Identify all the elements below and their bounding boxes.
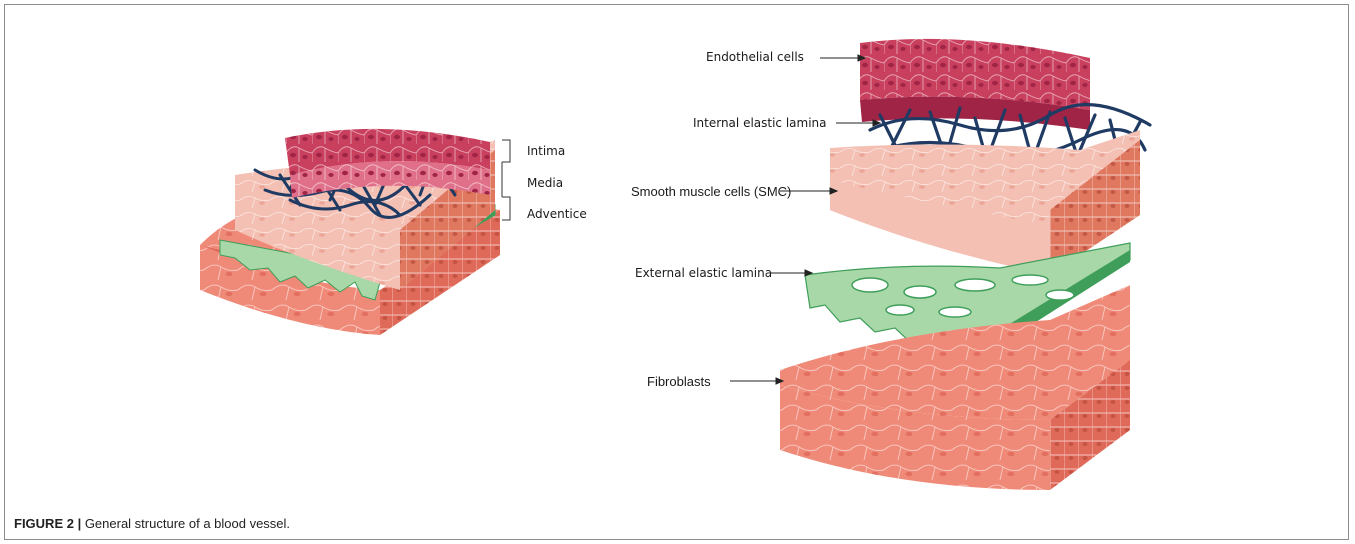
- label-endothelial-cells: Endothelial cells: [706, 50, 804, 64]
- caption-figure-label: FIGURE 2 |: [14, 516, 81, 531]
- right-endothelial-layer: [860, 39, 1090, 130]
- left-assembled-vessel: [200, 129, 500, 335]
- label-media: Media: [527, 176, 563, 190]
- label-external-elastic-lamina: External elastic lamina: [635, 266, 772, 280]
- label-fibroblasts: Fibroblasts: [647, 374, 711, 389]
- label-smooth-muscle-cells: Smooth muscle cells (SMC): [631, 184, 791, 199]
- caption-text: General structure of a blood vessel.: [81, 516, 290, 531]
- label-intima: Intima: [527, 144, 565, 158]
- label-adventice: Adventice: [527, 207, 587, 221]
- left-layer-brackets: [502, 140, 510, 220]
- figure-caption: FIGURE 2 | General structure of a blood …: [14, 516, 290, 531]
- label-internal-elastic-lamina: Internal elastic lamina: [693, 116, 827, 130]
